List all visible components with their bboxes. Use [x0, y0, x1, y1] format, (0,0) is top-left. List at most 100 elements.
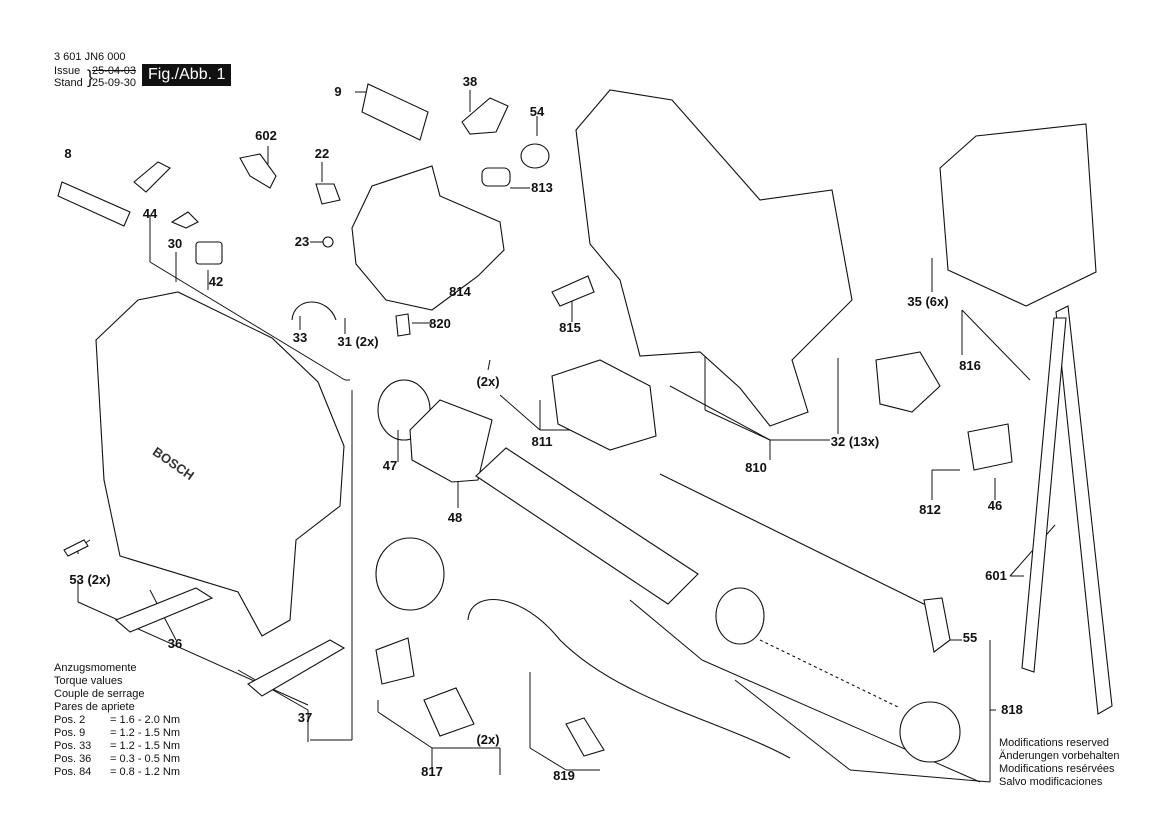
callout-label: 55 — [963, 630, 977, 645]
torque-title-en: Torque values — [54, 675, 123, 687]
callout-label: 33 — [293, 330, 307, 345]
part-817-bracket — [423, 687, 475, 737]
part-8-wedge — [57, 181, 131, 227]
callout-label: 37 — [298, 710, 312, 725]
part-spring — [759, 639, 901, 709]
callout-label: 816 — [959, 358, 981, 373]
part-33-bracket — [291, 301, 337, 321]
modifications-notice: Modifications reserved Änderungen vorbeh… — [999, 737, 1119, 789]
part-813-pinion — [481, 167, 511, 187]
issue-date-old: 25-04-03 — [92, 65, 137, 77]
modifications-es: Salvo modificaciones — [999, 776, 1103, 788]
torque-row: Pos. 84= 0.8 - 1.2 Nm — [54, 766, 181, 778]
callout-label: 9 — [334, 84, 341, 99]
torque-values-block: Anzugsmomente Torque values Couple de se… — [54, 662, 180, 779]
callout-label: 602 — [255, 128, 277, 143]
callout-label: 819 — [553, 768, 575, 783]
callout-label: 32 (13x) — [831, 434, 879, 449]
callout-label: 812 — [919, 502, 941, 517]
callout-label: 820 — [429, 316, 451, 331]
part-55-handle — [923, 597, 951, 653]
part-602-fitting — [239, 153, 277, 189]
torque-row: Pos. 9= 1.2 - 1.5 Nm — [54, 727, 181, 739]
part-44-pad — [133, 161, 171, 193]
part-42-block — [195, 241, 223, 265]
callout-label: 814 — [449, 284, 471, 299]
part-812-electronics — [875, 351, 941, 413]
part-38-clip — [461, 97, 509, 135]
part-53-screw — [63, 539, 89, 557]
part-811-motor — [551, 359, 657, 451]
callout-labels: 8 44 30 42 602 22 23 814 33 31 (2x) 820 9 38 54 813 815… — [64, 74, 1022, 783]
part-815-clip — [551, 275, 595, 307]
callout-label: 23 — [295, 234, 309, 249]
part-819-coupler — [565, 717, 605, 757]
torque-title-fr: Couple de serrage — [54, 688, 145, 700]
torque-row: Pos. 36= 0.3 - 0.5 Nm — [54, 753, 181, 765]
part-barrel-tube — [475, 447, 699, 605]
part-601-strap — [1055, 305, 1113, 715]
callout-label: 815 — [559, 320, 581, 335]
callout-label: 36 — [168, 636, 182, 651]
callout-label: 30 — [168, 236, 182, 251]
callout-label: 48 — [448, 510, 462, 525]
callout-label: 38 — [463, 74, 477, 89]
callout-label: 47 — [383, 458, 397, 473]
callout-label: 42 — [209, 274, 223, 289]
torque-title-es: Pares de apriete — [54, 701, 135, 713]
part-shapes — [57, 83, 1113, 763]
callout-label: 53 (2x) — [69, 572, 110, 587]
part-54-nut — [520, 143, 550, 169]
callout-label: (2x) — [476, 374, 499, 389]
part-end-cap — [899, 701, 961, 763]
callout-label: 44 — [143, 206, 158, 221]
torque-row: Pos. 33= 1.2 - 1.5 Nm — [54, 740, 181, 752]
callout-label: 817 — [421, 764, 443, 779]
callout-label: 31 (2x) — [337, 334, 378, 349]
part-48-sleeve — [409, 399, 493, 483]
document-number: 3 601 JN6 000 — [54, 51, 126, 63]
modifications-de: Änderungen vorbehalten — [999, 750, 1120, 762]
part-22-valve — [315, 183, 341, 205]
part-piston — [715, 587, 765, 645]
stand-label: Stand — [54, 77, 83, 89]
callout-label: 813 — [531, 180, 553, 195]
callout-label: (2x) — [476, 732, 499, 747]
issue-date-new: 25-09-30 — [92, 77, 137, 89]
modifications-fr: Modifications resérvées — [999, 763, 1115, 775]
part-23-screw — [322, 236, 334, 248]
part-front-cap — [375, 537, 445, 611]
part-820-nipple — [395, 313, 411, 337]
header-brace: } — [87, 67, 94, 87]
torque-title-de: Anzugsmomente — [54, 662, 137, 674]
part-812-board — [967, 423, 1013, 471]
part-30-clip — [170, 211, 199, 229]
callout-label: 818 — [1001, 702, 1023, 717]
callout-label: 46 — [988, 498, 1002, 513]
issue-label: Issue — [54, 65, 81, 77]
callout-label: 22 — [315, 146, 329, 161]
part-36-plate — [114, 587, 214, 633]
leader-lines — [77, 90, 1056, 783]
part-817-coupler — [375, 637, 415, 685]
part-816-cover — [939, 123, 1097, 307]
part-601-strap-2 — [1021, 317, 1067, 673]
housing-half-right — [575, 89, 853, 427]
housing-half-left — [95, 291, 345, 637]
callout-label: 54 — [530, 104, 545, 119]
part-814-gearbox — [351, 165, 505, 311]
torque-row: Pos. 2= 1.6 - 2.0 Nm — [54, 714, 181, 726]
modifications-en: Modifications reserved — [999, 737, 1110, 749]
figure-label: Fig./Abb. 1 — [142, 64, 232, 86]
part-plunger-rod — [659, 473, 941, 613]
callout-label: 810 — [745, 460, 767, 475]
part-37-plate — [247, 639, 346, 697]
callout-label: 601 — [985, 568, 1007, 583]
part-9-wedge — [361, 83, 429, 141]
callout-label: 811 — [532, 434, 553, 449]
part-hose — [467, 599, 791, 759]
callout-label: 35 (6x) — [907, 294, 948, 309]
callout-label: 8 — [64, 146, 71, 161]
